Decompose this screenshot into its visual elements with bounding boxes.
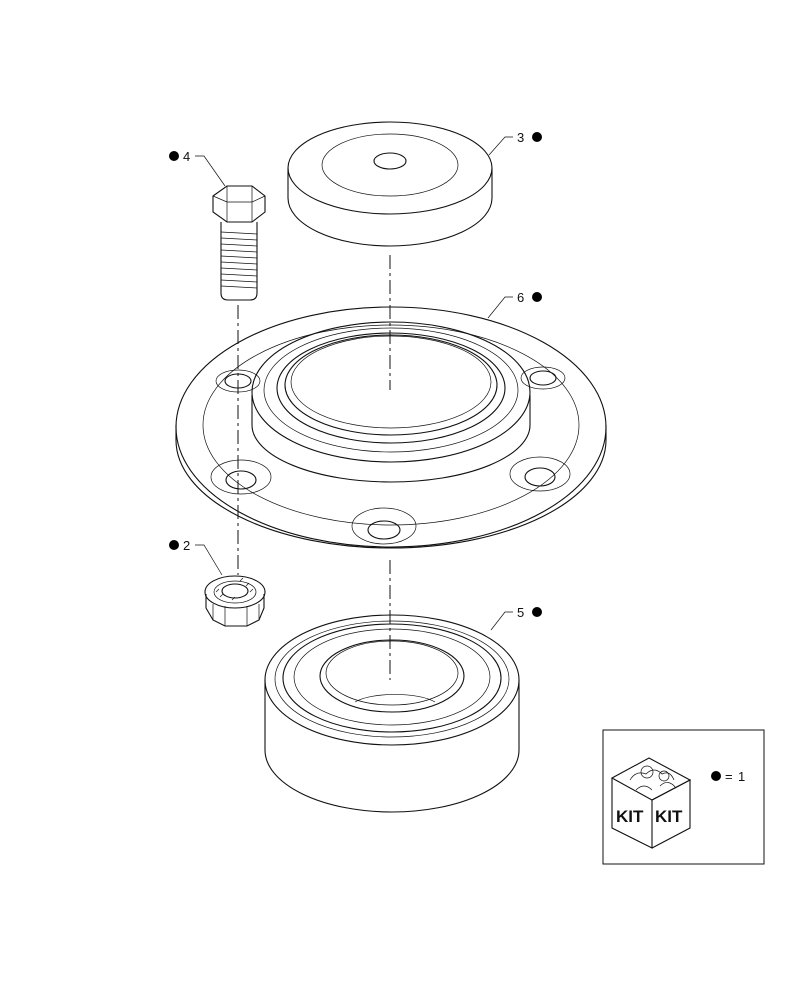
callout-number: 2 [183,538,190,553]
kit-marker-dot [169,151,179,161]
callout-4[interactable]: 4 [169,149,226,187]
legend-equals: = [725,769,733,784]
flange-bolt-hole [520,366,566,390]
callout-3[interactable]: 3 [488,130,542,156]
flange-bolt-hole [351,507,417,545]
bolt-part [212,185,266,301]
bearing-part [264,614,520,813]
flange-housing-part [175,306,607,549]
callout-2[interactable]: 2 [169,538,223,576]
cap-part [287,121,493,247]
kit-legend: KIT KIT = 1 [602,729,765,865]
flange-bolt-hole [210,459,272,495]
kit-marker-dot [532,292,542,302]
callout-number: 5 [517,605,524,620]
legend-kit-number: 1 [738,769,745,784]
kit-marker-dot [532,607,542,617]
callout-number: 3 [517,130,524,145]
kit-label-left: KIT [616,807,644,826]
kit-box-icon: KIT KIT [610,757,692,849]
flange-bolt-hole [509,456,571,492]
flange-nut-part [204,575,266,627]
callout-number: 4 [183,149,190,164]
kit-marker-dot [711,771,721,781]
callout-number: 6 [517,290,524,305]
kit-label-right: KIT [655,807,683,826]
flange-bolt-hole [215,369,261,393]
kit-marker-dot [169,540,179,550]
kit-marker-dot [532,132,542,142]
callout-5[interactable]: 5 [490,605,542,631]
callout-6[interactable]: 6 [487,290,542,319]
